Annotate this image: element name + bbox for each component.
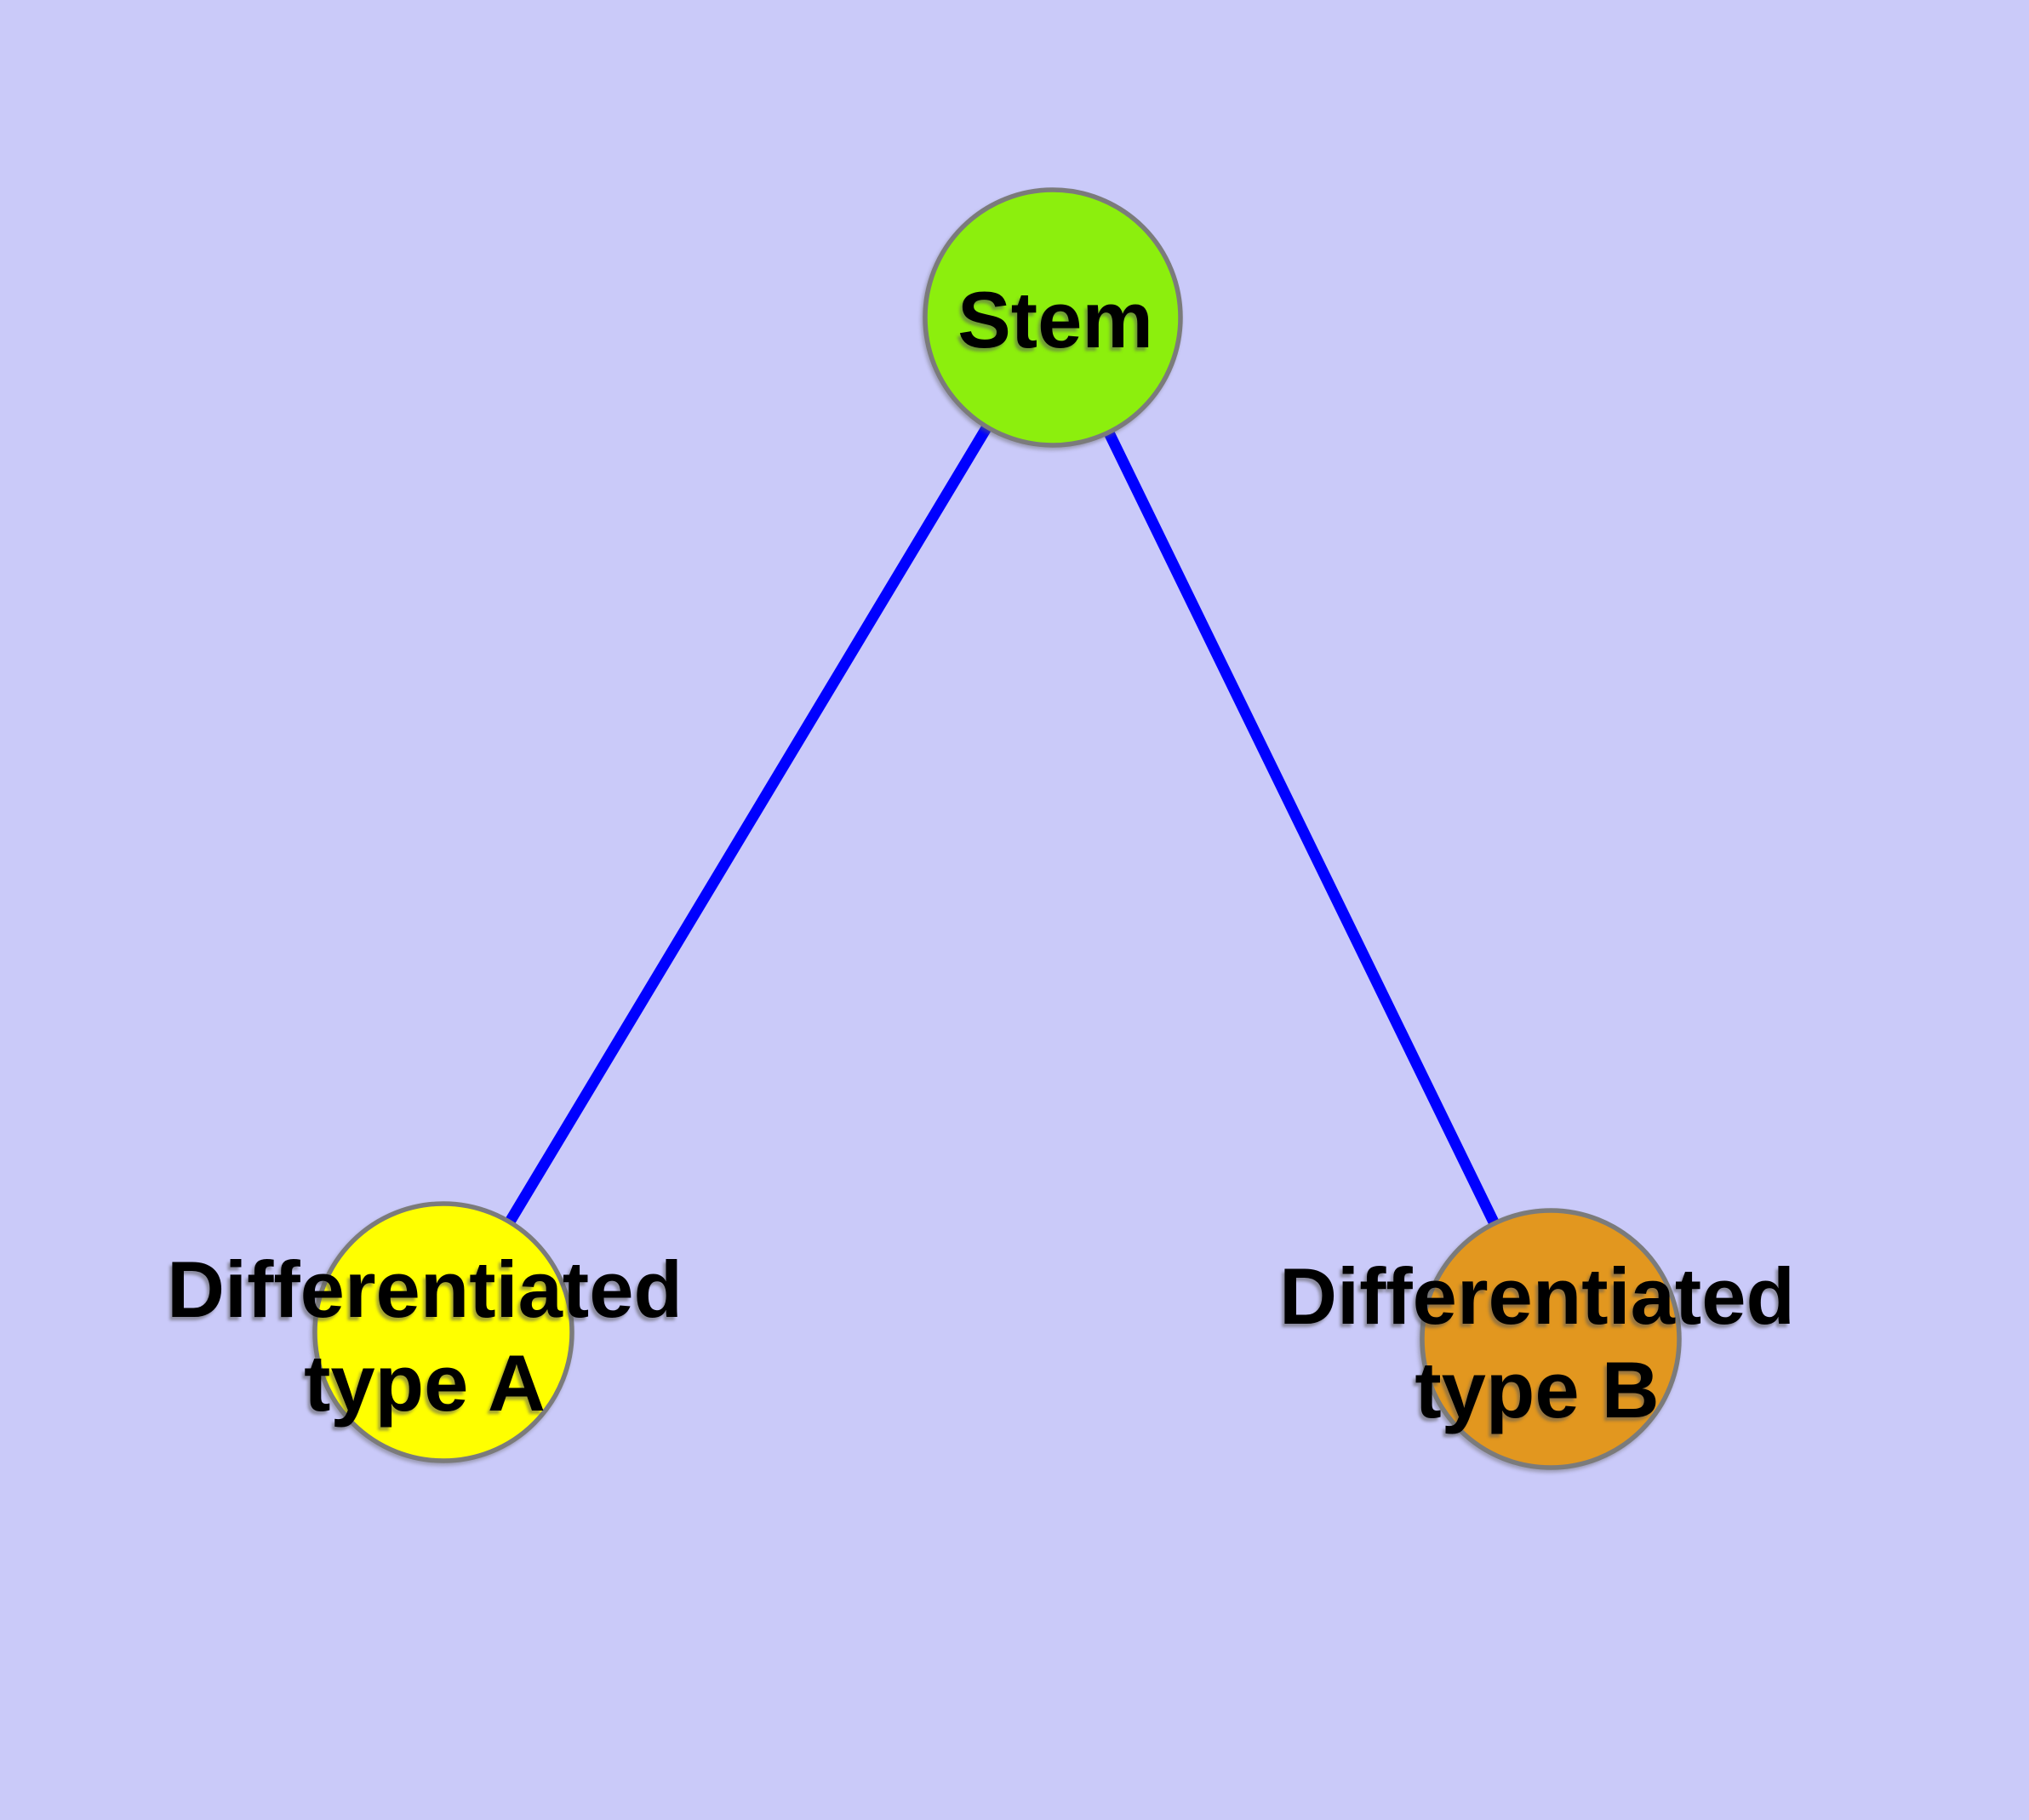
node-label-type-a-line1: Differentiated xyxy=(167,1245,683,1334)
node-label-type-b: Differentiated type B xyxy=(1279,1250,1795,1437)
node-label-type-a-line2: type A xyxy=(304,1338,546,1428)
node-label-stem-text: Stem xyxy=(957,275,1153,364)
node-type-b-circle xyxy=(1420,1208,1682,1470)
node-type-a-circle xyxy=(312,1201,574,1463)
node-label-type-b-line2: type B xyxy=(1415,1345,1660,1434)
node-label-stem: Stem xyxy=(957,273,1153,367)
node-stem-circle xyxy=(923,187,1183,448)
edge-stem-to-type-a xyxy=(438,314,1058,1336)
node-label-type-b-line1: Differentiated xyxy=(1279,1251,1795,1341)
edge-stem-to-type-b xyxy=(1048,315,1556,1342)
node-label-type-a: Differentiated type A xyxy=(167,1243,683,1430)
